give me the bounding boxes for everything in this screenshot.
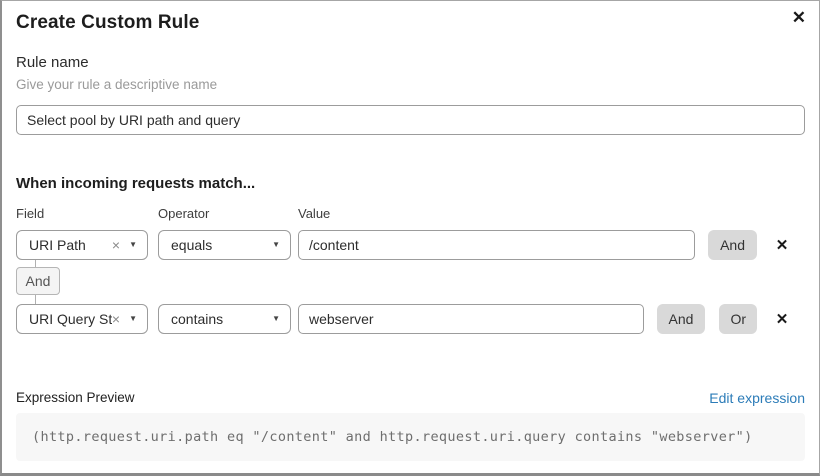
rule-name-label: Rule name bbox=[16, 54, 89, 71]
field-select[interactable]: URI Query St... × ▼ bbox=[16, 304, 148, 334]
condition-connector: And bbox=[16, 260, 805, 304]
expression-preview-label: Expression Preview bbox=[16, 390, 135, 405]
add-or-condition-button[interactable]: Or bbox=[719, 304, 757, 334]
clear-field-icon[interactable]: × bbox=[111, 237, 121, 253]
match-section-heading: When incoming requests match... bbox=[16, 175, 256, 192]
remove-condition-icon[interactable]: ✕ bbox=[773, 312, 791, 327]
connector-line bbox=[35, 260, 36, 267]
chevron-down-icon: ▼ bbox=[129, 314, 137, 323]
operator-select-value: equals bbox=[171, 237, 213, 253]
expression-preview-box: (http.request.uri.path eq "/content" and… bbox=[16, 413, 805, 461]
operator-select[interactable]: contains ▼ bbox=[158, 304, 291, 334]
expression-preview-header: Expression Preview Edit expression bbox=[16, 390, 805, 406]
chevron-down-icon: ▼ bbox=[272, 240, 280, 249]
chevron-down-icon: ▼ bbox=[272, 314, 280, 323]
chevron-down-icon: ▼ bbox=[129, 240, 137, 249]
expression-code: (http.request.uri.path eq "/content" and… bbox=[32, 429, 753, 445]
operator-column-label: Operator bbox=[158, 206, 210, 221]
add-and-condition-button[interactable]: And bbox=[708, 230, 757, 260]
field-select-value: URI Path bbox=[29, 237, 86, 253]
value-column-label: Value bbox=[298, 206, 331, 221]
field-select[interactable]: URI Path × ▼ bbox=[16, 230, 148, 260]
condition-row: URI Path × ▼ equals ▼ And ✕ bbox=[16, 230, 805, 260]
field-select-value: URI Query St... bbox=[29, 311, 112, 327]
field-column-label: Field bbox=[16, 206, 45, 221]
close-icon[interactable]: ✕ bbox=[791, 8, 806, 27]
connector-line bbox=[35, 295, 36, 304]
clear-field-icon[interactable]: × bbox=[111, 311, 121, 327]
rule-name-helper-text: Give your rule a descriptive name bbox=[16, 77, 218, 92]
operator-select[interactable]: equals ▼ bbox=[158, 230, 291, 260]
condition-column-labels: Field Operator Value bbox=[16, 207, 805, 221]
operator-select-value: contains bbox=[171, 311, 224, 327]
edit-expression-link[interactable]: Edit expression bbox=[709, 390, 805, 406]
value-input[interactable] bbox=[298, 304, 644, 334]
rule-name-input[interactable] bbox=[16, 105, 805, 135]
dialog-title: Create Custom Rule bbox=[16, 12, 200, 33]
remove-condition-icon[interactable]: ✕ bbox=[773, 238, 791, 253]
condition-row: URI Query St... × ▼ contains ▼ And Or ✕ bbox=[16, 304, 805, 334]
value-input[interactable] bbox=[298, 230, 696, 260]
add-and-condition-button[interactable]: And bbox=[656, 304, 706, 334]
and-connector-badge: And bbox=[16, 267, 60, 295]
